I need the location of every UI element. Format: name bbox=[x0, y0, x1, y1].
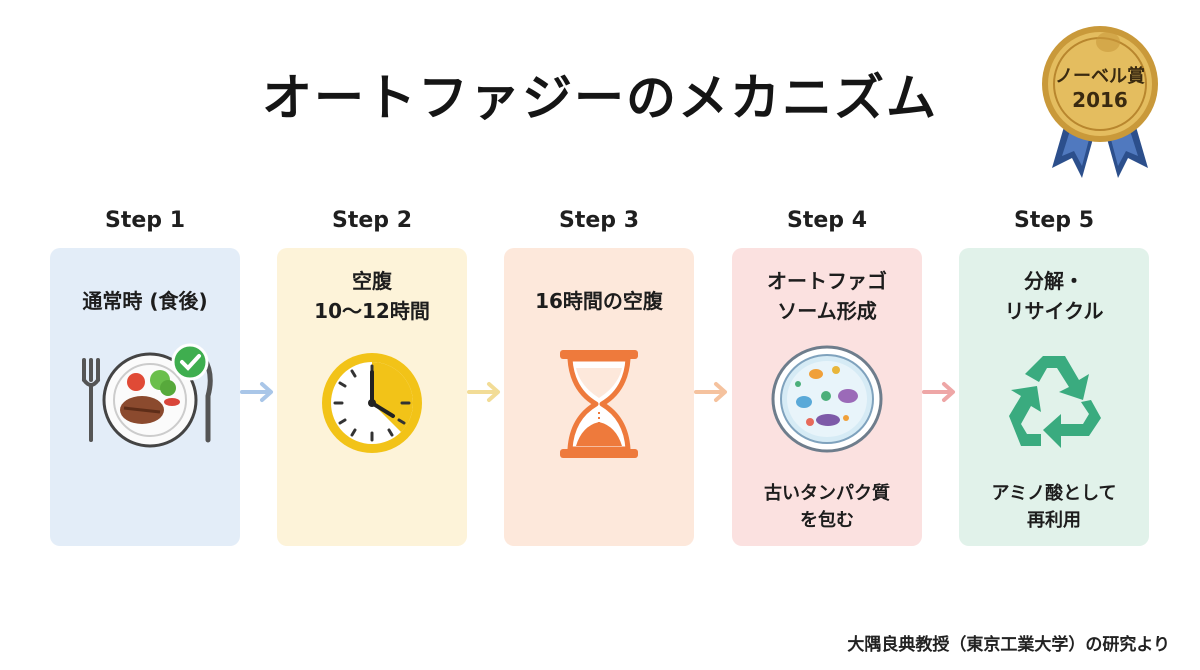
step-2-card: 空腹 10〜12時間 bbox=[277, 248, 467, 546]
arrow-3-icon bbox=[694, 382, 727, 402]
step-1-title: 通常時 (食後) bbox=[82, 289, 208, 313]
step-4-card: オートファゴ ソーム形成 古いタンパク質 を包む bbox=[732, 248, 922, 546]
step-1-label: Step 1 bbox=[105, 208, 185, 233]
recycle-icon bbox=[1009, 356, 1101, 448]
cell-icon bbox=[771, 345, 883, 453]
step-3-card: 16時間の空腹 bbox=[504, 248, 694, 546]
step-3-label: Step 3 bbox=[559, 208, 639, 233]
hourglass-icon bbox=[560, 350, 638, 458]
check-icon bbox=[171, 343, 209, 381]
step-5-title: 分解・ リサイクル bbox=[1004, 269, 1104, 323]
arrow-1-icon bbox=[240, 382, 273, 402]
step-4-note: 古いタンパク質 を包む bbox=[764, 483, 890, 531]
plate-icon bbox=[102, 352, 198, 448]
step-5-note: アミノ酸として 再利用 bbox=[991, 483, 1117, 531]
credit-text: 大隅良典教授（東京工業大学）の研究より bbox=[847, 635, 1170, 655]
fork-icon bbox=[82, 358, 100, 442]
step-4-title: オートファゴ ソーム形成 bbox=[767, 269, 887, 323]
step-1-card: 通常時 (食後) bbox=[50, 248, 240, 546]
step-2-title: 空腹 10〜12時間 bbox=[314, 269, 430, 323]
step-3-title: 16時間の空腹 bbox=[535, 289, 663, 313]
page-title: オートファジーのメカニズム bbox=[262, 69, 938, 127]
step-5-label: Step 5 bbox=[1014, 208, 1094, 233]
medal-icon bbox=[1042, 26, 1158, 178]
step-5-card: 分解・ リサイクル アミノ酸として 再利用 bbox=[959, 248, 1149, 546]
step-4-label: Step 4 bbox=[787, 208, 867, 233]
nobel-medal: ノーベル賞 2016 bbox=[1030, 18, 1170, 188]
step-2-label: Step 2 bbox=[332, 208, 412, 233]
clock-icon bbox=[322, 353, 422, 453]
medal-line-1: ノーベル賞 bbox=[1055, 66, 1145, 87]
arrow-4-icon bbox=[922, 382, 955, 402]
medal-line-2: 2016 bbox=[1072, 88, 1128, 112]
arrow-2-icon bbox=[467, 382, 500, 402]
